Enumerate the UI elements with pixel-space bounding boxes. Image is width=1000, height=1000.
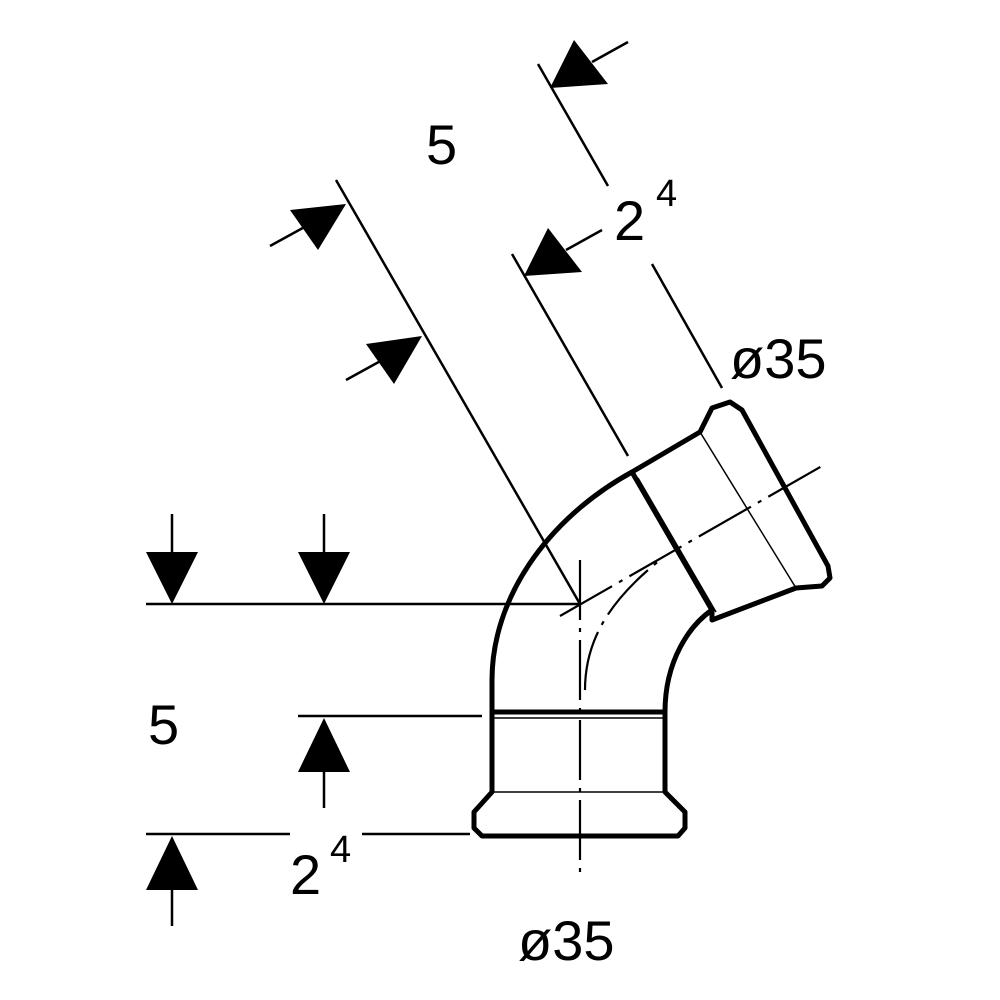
arrow-icon [524,228,582,276]
angled-socket-bead-line [637,477,717,613]
vertical-insert-label: 2 [290,843,321,906]
elbow-fitting-body [471,399,833,839]
arrow-shaft [565,228,603,252]
angled-center-reference-line [334,179,582,605]
center-lines [559,465,823,880]
angled-insert-superscript: 4 [656,173,677,215]
arrow-down-icon [146,552,198,604]
vertical-branch-dimensions [146,514,580,926]
vertical-diameter-label: ø35 [518,909,615,972]
angled-branch-dimensions [269,40,724,605]
vertical-length-label: 5 [148,693,179,756]
angled-end-reference-line-bottom [650,263,724,389]
angled-diameter-label: ø35 [730,327,827,390]
vertical-insert-superscript: 4 [330,829,351,871]
angled-centerline [559,465,823,617]
angled-end-reference-line-top [536,63,610,187]
angled-insert-label: 2 [614,189,645,252]
arrow-up-icon [298,718,350,772]
arrow-icon [290,204,346,250]
arrow-shaft [591,40,629,64]
angled-length-label: 5 [426,113,457,176]
arrow-up-icon [146,836,198,890]
inner-bend-dashed [583,559,661,691]
dimension-labels: 5 2 4 ø35 5 2 4 ø35 [148,113,827,972]
arrow-icon [550,40,608,88]
arrow-down-icon [298,552,350,604]
angled-socket-reference-line [510,253,630,457]
angled-socket [629,399,833,623]
arrow-icon [366,336,422,384]
angled-socket-end-line [699,431,797,589]
